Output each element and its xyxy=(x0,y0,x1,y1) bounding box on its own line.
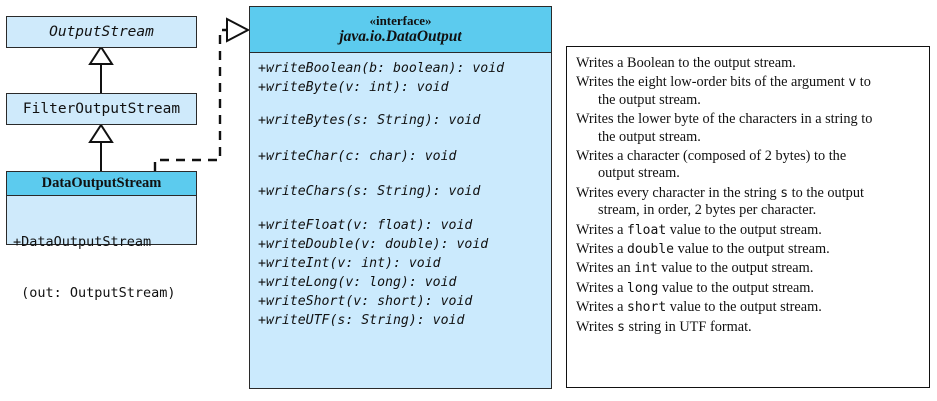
description-text: value to the output stream. xyxy=(666,221,822,238)
method-description-panel: Writes a Boolean to the output stream. Wr… xyxy=(566,46,934,392)
description-keyword: v xyxy=(848,75,857,91)
interface-header: «interface» java.io.DataOutput xyxy=(250,7,551,53)
description-continuation: stream, in order, 2 bytes per character. xyxy=(598,202,817,219)
description-continuation: output stream. xyxy=(598,165,680,182)
class-name-data-output-stream: DataOutputStream xyxy=(7,172,196,196)
interface-method: +writeByte(v: int): void xyxy=(258,80,449,95)
description-continuation: the output stream. xyxy=(598,91,701,108)
description-text: Writes a xyxy=(576,221,628,238)
description-text: Writes every character in the string xyxy=(576,184,781,201)
description-keyword: float xyxy=(627,222,667,238)
interface-method: +writeShort(v: short): void xyxy=(258,294,473,309)
interface-method: +writeBoolean(b: boolean): void xyxy=(258,61,505,76)
method-description-row: Writes a Boolean to the output stream. xyxy=(576,55,920,72)
method-description-row: Writes every character in the string s t… xyxy=(576,185,920,220)
interface-method: +writeLong(v: long): void xyxy=(258,275,457,290)
method-description-row: Writes a double value to the output stre… xyxy=(576,241,920,258)
inheritance-arrow-filter-to-output xyxy=(88,45,114,93)
description-continuation: the output stream. xyxy=(598,128,701,145)
description-text: value to the output stream. xyxy=(674,241,830,258)
method-description-row: Writes a character (composed of 2 bytes)… xyxy=(576,148,920,183)
class-members-data-output-stream: +DataOutputStream (out: OutputStream) xyxy=(7,196,196,336)
description-text: value to the output stream. xyxy=(658,279,814,296)
class-name-output-stream: OutputStream xyxy=(49,24,154,40)
description-text: to the output xyxy=(788,184,864,201)
description-text: Writes the eight low-order bits of the a… xyxy=(576,74,849,91)
method-description-row: Writes the eight low-order bits of the a… xyxy=(576,74,920,109)
description-text: string in UTF format. xyxy=(624,318,752,335)
class-box-output-stream[interactable]: OutputStream xyxy=(6,16,201,52)
interface-method: +writeDouble(v: double): void xyxy=(258,237,489,252)
method-description-row: Writes s string in UTF format. xyxy=(576,319,920,336)
description-text: to xyxy=(856,74,871,91)
inheritance-arrow-data-to-filter xyxy=(88,123,114,171)
description-text: Writes xyxy=(576,318,618,335)
interface-method: +writeInt(v: int): void xyxy=(258,256,441,271)
method-description-row: Writes a long value to the output stream… xyxy=(576,280,920,297)
description-text: Writes the lower byte of the characters … xyxy=(576,111,873,128)
method-description-row: Writes an int value to the output stream… xyxy=(576,260,920,277)
interface-method: +writeChars(s: String): void xyxy=(258,184,481,199)
class-name-filter-output-stream: FilterOutputStream xyxy=(22,101,181,117)
constructor-line-2: (out: OutputStream) xyxy=(13,285,176,301)
description-text: Writes a xyxy=(576,279,628,296)
interface-stereotype: «interface» xyxy=(369,13,432,28)
method-description-list: Writes a Boolean to the output stream. Wr… xyxy=(576,55,920,336)
description-text: Writes a xyxy=(576,241,628,258)
description-text: Writes a Boolean to the output stream. xyxy=(576,55,796,71)
description-text: Writes a character (composed of 2 bytes)… xyxy=(576,148,847,165)
description-keyword: short xyxy=(627,300,667,316)
method-description-row: Writes the lower byte of the characters … xyxy=(576,111,920,146)
interface-method: +writeUTF(s: String): void xyxy=(258,313,465,328)
class-box-filter-output-stream[interactable]: FilterOutputStream xyxy=(6,93,201,129)
description-text: value to the output stream. xyxy=(666,299,822,316)
description-text: Writes a xyxy=(576,299,628,316)
interface-method: +writeChar(c: char): void xyxy=(258,149,457,164)
description-keyword: s xyxy=(617,319,625,335)
description-text: value to the output stream. xyxy=(657,260,814,277)
description-text: Writes an xyxy=(576,260,635,277)
interface-box-data-output[interactable]: «interface» java.io.DataOutput +writeBoo… xyxy=(249,6,556,393)
class-box-data-output-stream[interactable]: DataOutputStream +DataOutputStream (out:… xyxy=(6,171,201,301)
interface-method: +writeFloat(v: float): void xyxy=(258,218,473,233)
description-keyword: long xyxy=(627,280,659,296)
constructor-line-1: +DataOutputStream xyxy=(13,234,152,250)
method-description-row: Writes a float value to the output strea… xyxy=(576,222,920,239)
description-keyword: double xyxy=(627,242,674,258)
method-description-row: Writes a short value to the output strea… xyxy=(576,299,920,316)
description-keyword: s xyxy=(780,185,789,201)
interface-name: java.io.DataOutput xyxy=(339,28,462,45)
interface-method: +writeBytes(s: String): void xyxy=(258,113,481,128)
description-keyword: int xyxy=(634,261,658,277)
interface-method-list: +writeBoolean(b: boolean): void +writeByt… xyxy=(250,53,551,330)
